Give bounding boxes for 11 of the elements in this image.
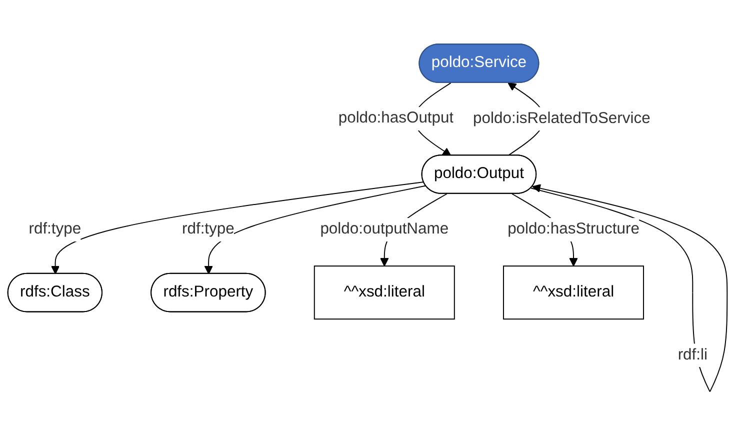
- arrow: [51, 182, 424, 274]
- edge-label: poldo:hasStructure: [508, 220, 640, 238]
- node-box: ^^xsd:literal: [314, 266, 455, 320]
- arrow: [204, 185, 426, 274]
- edge-label: poldo:isRelatedToService: [473, 110, 650, 127]
- edge-label: rdf:li: [678, 346, 708, 364]
- edge-label: rdf:type: [28, 220, 82, 238]
- node-box: ^^xsd:literal: [503, 266, 644, 320]
- edge-label: rdf:type: [182, 220, 234, 238]
- edge-label: poldo:outputName: [320, 220, 449, 238]
- edge-label: poldo:hasOutput: [338, 110, 454, 127]
